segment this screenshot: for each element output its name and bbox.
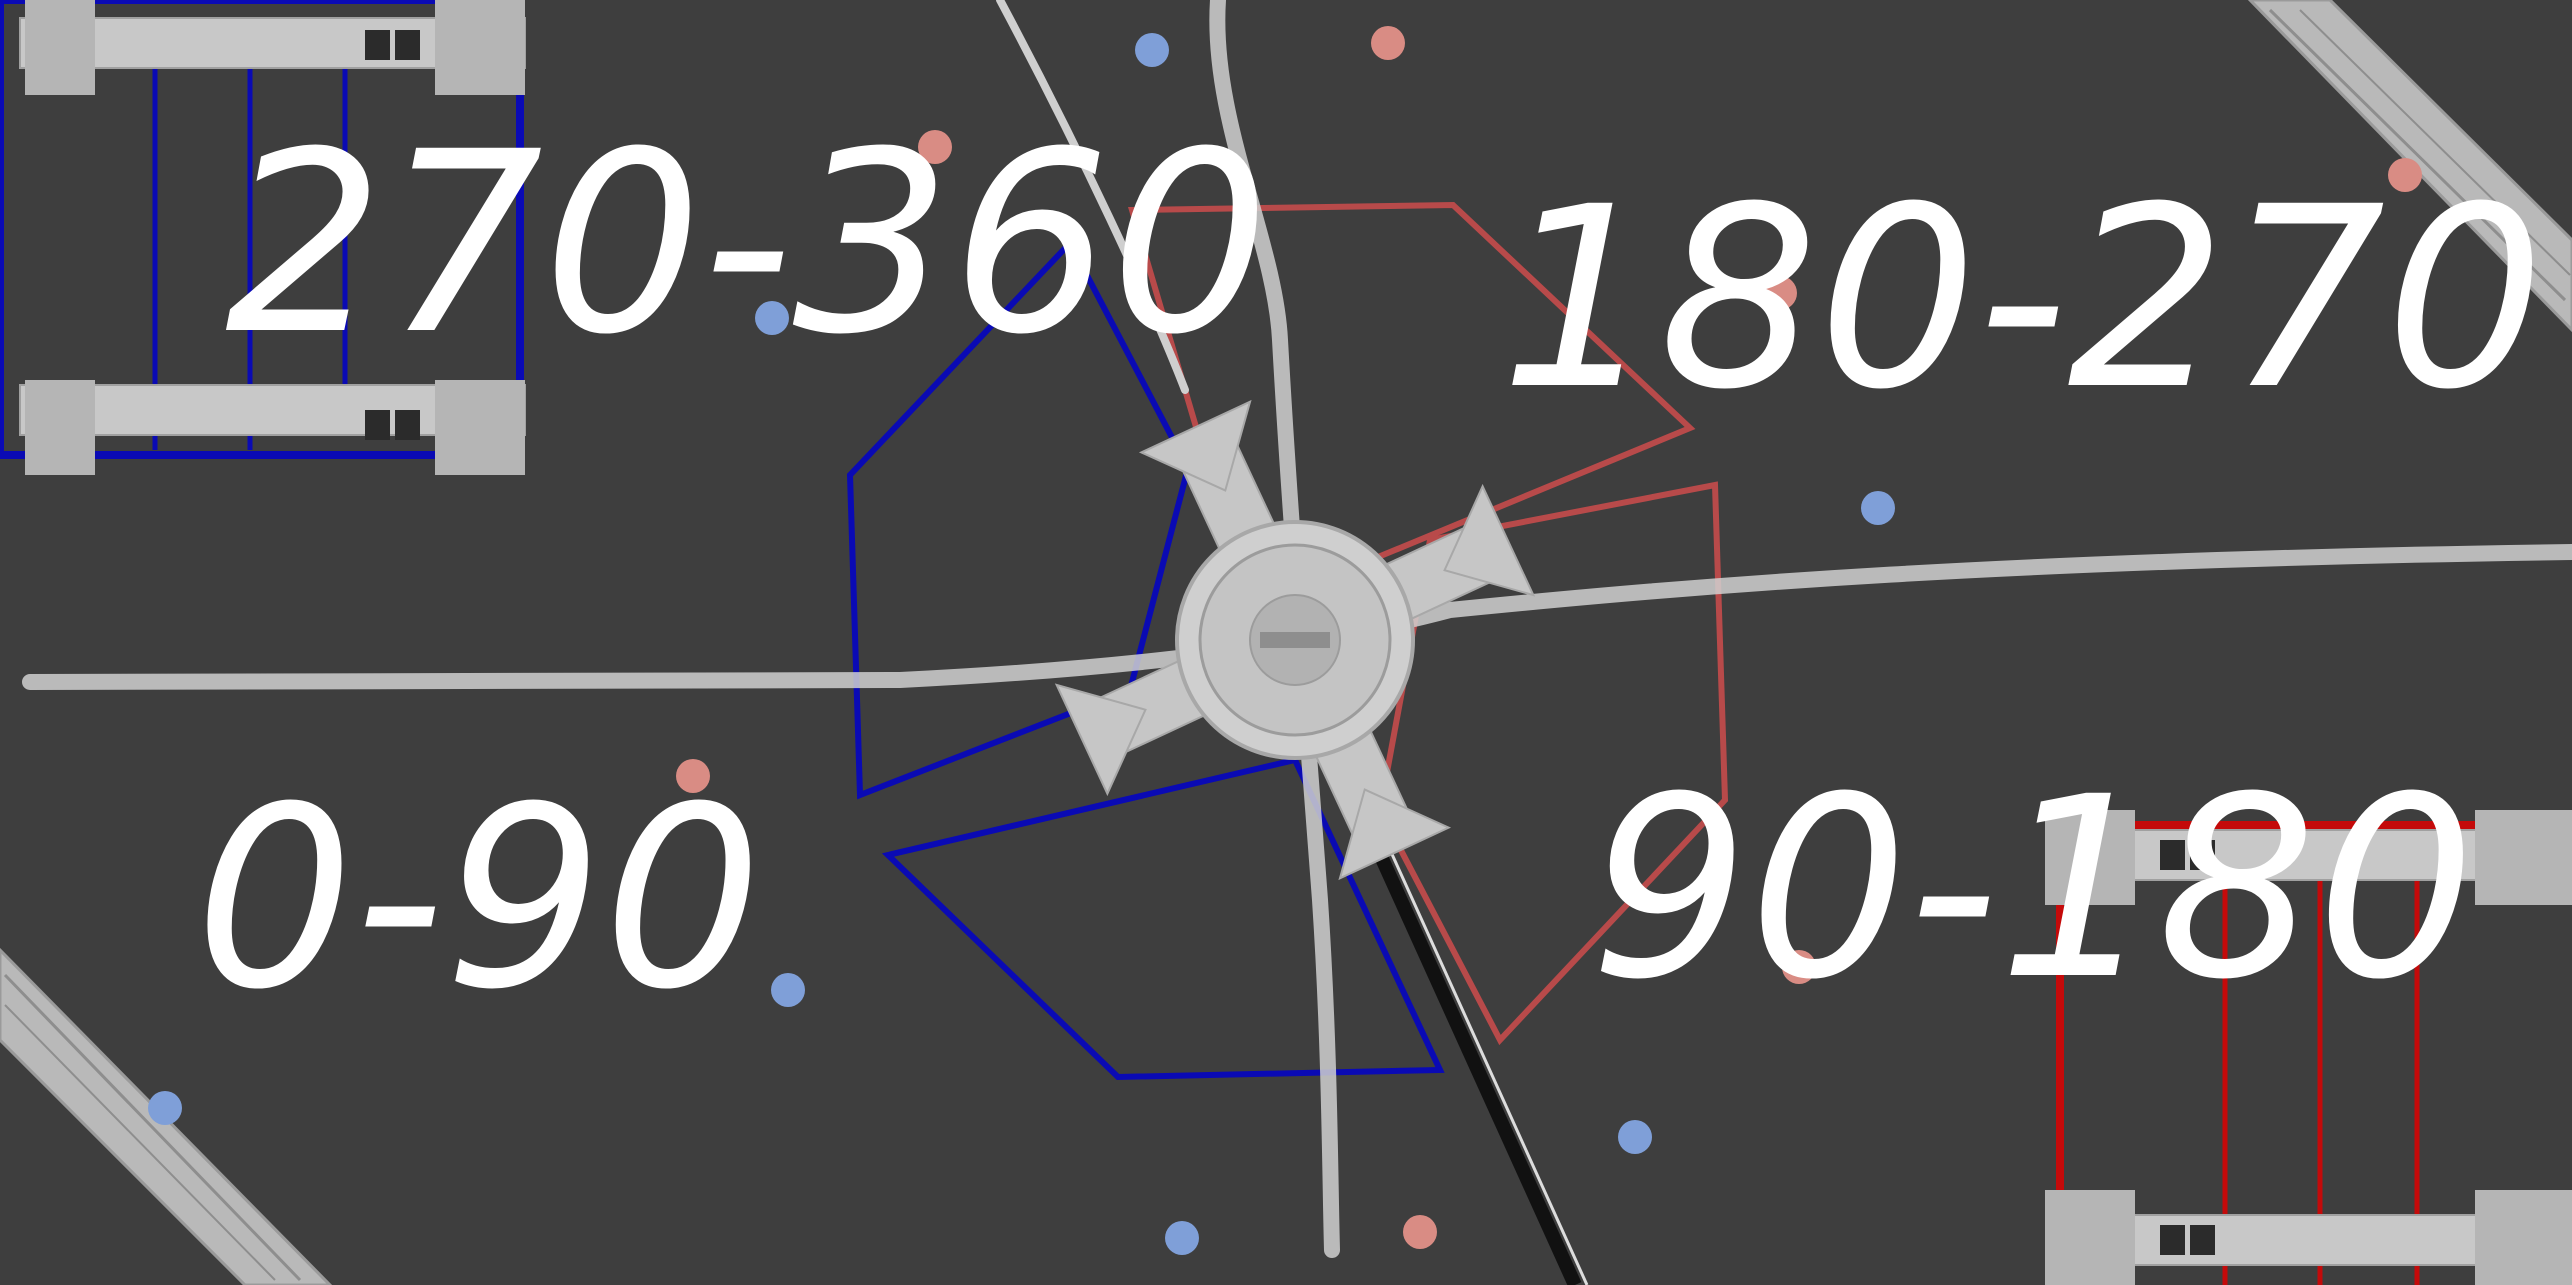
central-hub-icon	[1054, 399, 1536, 881]
red-ball-icon	[1371, 26, 1405, 60]
blue-ball-icon	[1618, 1120, 1652, 1154]
blue-zone-outline-lower	[881, 756, 1445, 1081]
red-ball-icon	[1403, 1215, 1437, 1249]
red-ball-icon	[2388, 158, 2422, 192]
red-zone-outline-lower	[1376, 481, 1729, 1046]
balls	[148, 26, 2422, 1255]
goal-structure-blue	[0, 0, 526, 475]
hand-line-diagonal	[996, 0, 1189, 394]
goal-structure-red	[2045, 810, 2572, 1285]
annotation-top-right: 180-270	[1500, 153, 2545, 444]
annotation-top-left: 270-360	[225, 98, 1270, 389]
center-stripe	[1353, 807, 1582, 1285]
blue-zone-outline-upper	[846, 237, 1192, 800]
blue-ball-icon	[148, 1091, 182, 1125]
red-ball-icon	[1763, 276, 1797, 310]
blue-ball-icon	[771, 973, 805, 1007]
annotation-bottom-right: 90-180	[1590, 743, 2476, 1034]
blue-ball-icon	[1135, 33, 1169, 67]
annotation-bottom-left: 0-90	[195, 753, 762, 1044]
red-ball-icon	[1782, 950, 1816, 984]
blue-ball-icon	[1165, 1221, 1199, 1255]
blue-ball-icon	[1861, 491, 1895, 525]
red-ball-icon	[676, 759, 710, 793]
blue-ball-icon	[755, 301, 789, 335]
center-stripe-highlight	[1370, 809, 1589, 1285]
red-ball-icon	[918, 130, 952, 164]
hand-line-horizontal	[22, 544, 2572, 690]
